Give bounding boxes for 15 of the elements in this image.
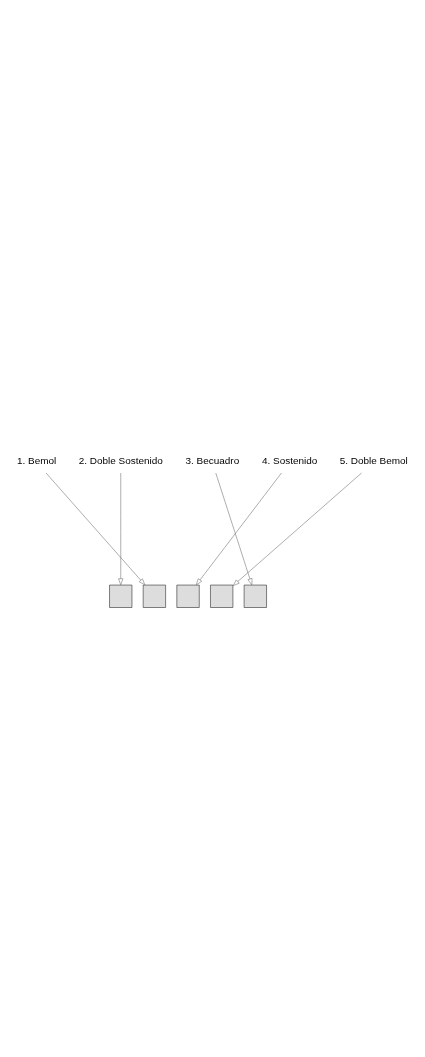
arrow (215, 472, 253, 585)
node-box (243, 584, 267, 608)
node-box (210, 584, 234, 608)
node-box (142, 584, 166, 608)
node-text: 2. Doble Sostenido (78, 454, 163, 466)
node-box (109, 584, 133, 608)
arrow (45, 472, 146, 585)
node-text: 1. Bemol (17, 454, 57, 466)
node-text: 3. Becuadro (185, 454, 240, 466)
arrow (195, 472, 282, 585)
arrow (118, 472, 124, 585)
node-box (176, 584, 200, 608)
node-text: 5. Doble Bemol (339, 454, 408, 466)
arrow (232, 472, 362, 586)
node-text: 4. Sostenido (261, 454, 318, 466)
